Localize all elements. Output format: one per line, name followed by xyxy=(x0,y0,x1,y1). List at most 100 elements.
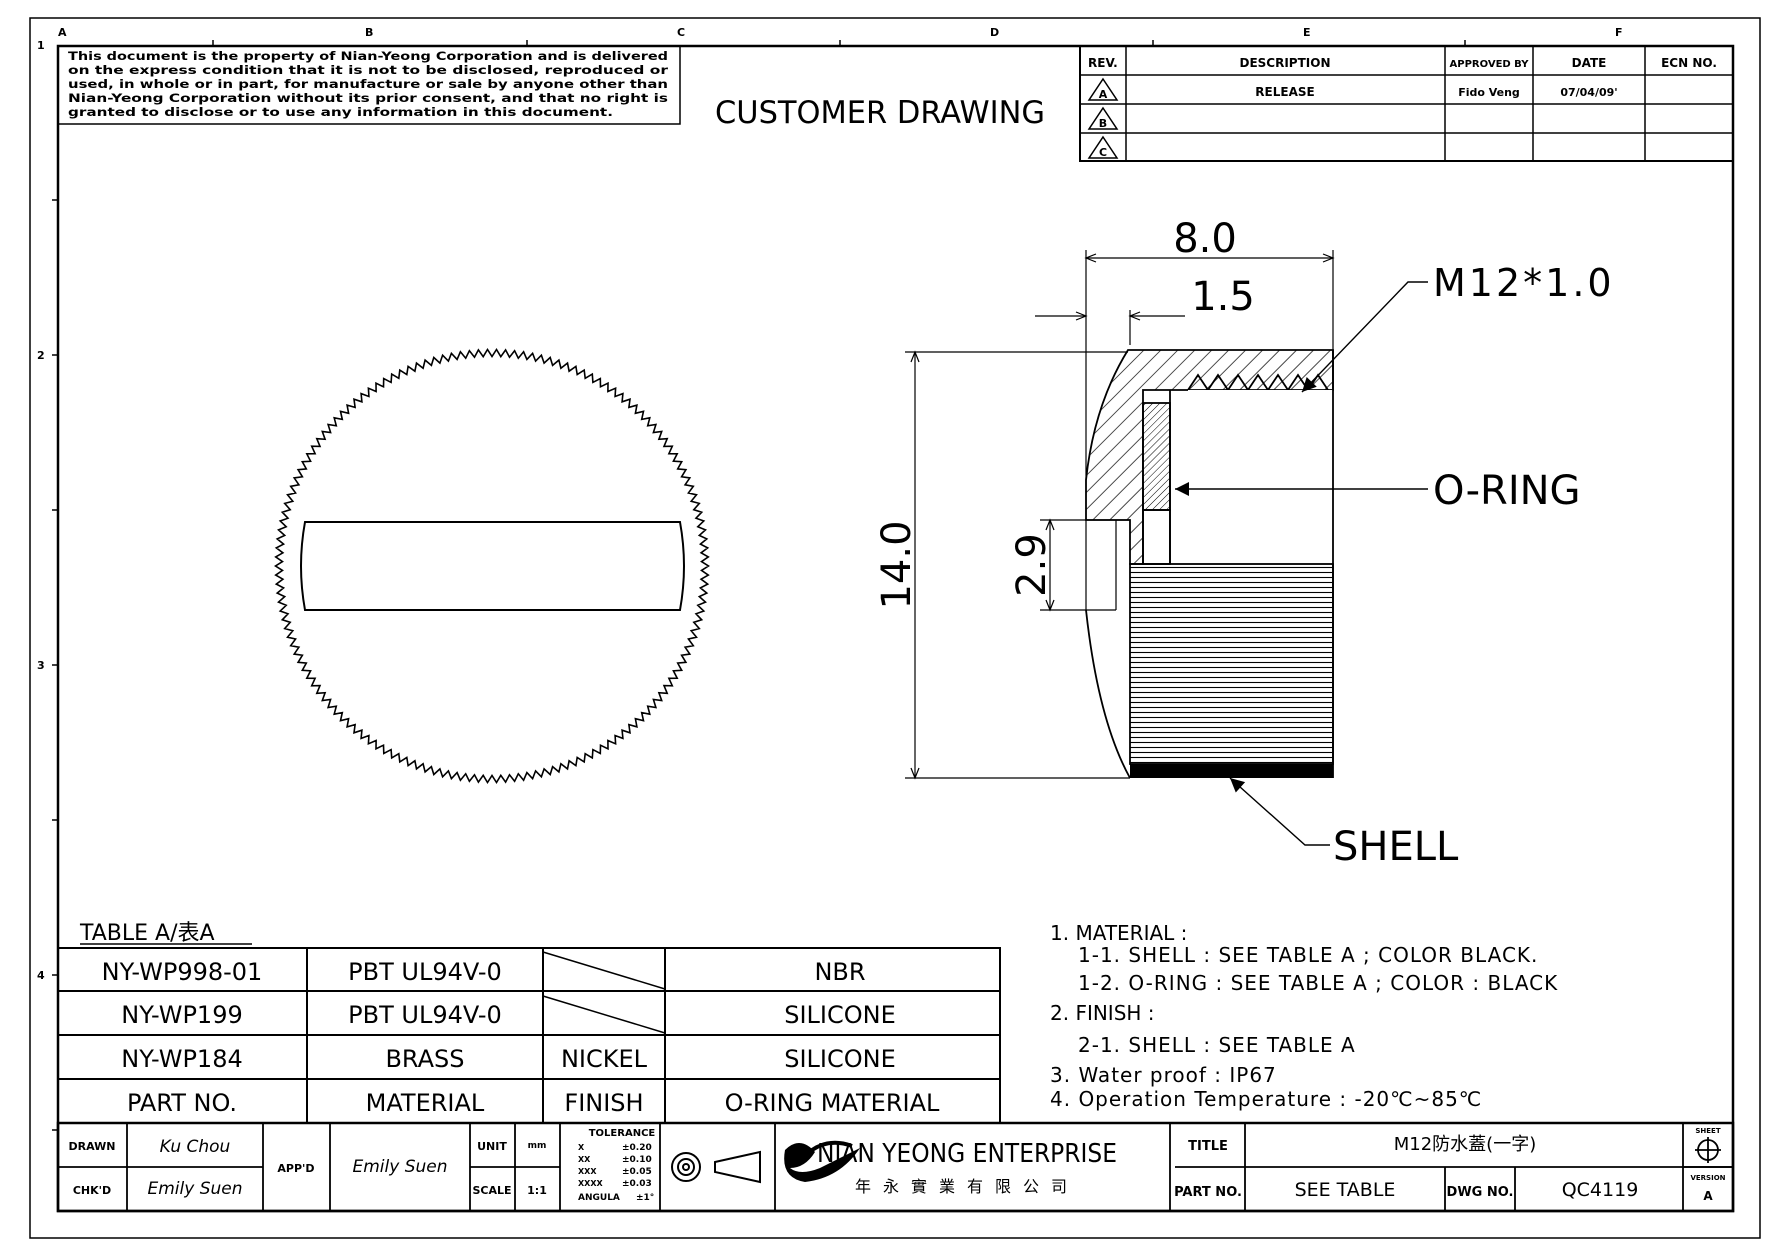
note-3: 3. Water proof : IP67 xyxy=(1050,1063,1277,1087)
title-value: M12防水蓋(一字) xyxy=(1394,1134,1536,1155)
table-a-r2-part: NY-WP199 xyxy=(121,1001,242,1029)
notice-line-5: granted to disclose or to use any inform… xyxy=(68,105,613,119)
note-4: 4. Operation Temperature : -20℃~85℃ xyxy=(1050,1087,1482,1111)
company-name-zh: 年永實業有限公司 xyxy=(855,1177,1079,1196)
drawn-value: Ku Chou xyxy=(160,1137,231,1157)
note-2: 2. FINISH : xyxy=(1050,1001,1155,1025)
zone-col-a: A xyxy=(58,26,67,39)
table-a-header-part: PART NO. xyxy=(127,1089,237,1117)
projection-symbol-icon xyxy=(671,1150,761,1184)
dim-width-total: 8.0 xyxy=(1173,216,1237,262)
outer-frame xyxy=(29,17,1761,1239)
unit-value: mm xyxy=(528,1141,547,1151)
drawing-title: CUSTOMER DRAWING xyxy=(715,95,1045,131)
table-a-header-finish: FINISH xyxy=(564,1089,643,1117)
revision-table: REV. DESCRIPTION APPROVED BY DATE ECN NO… xyxy=(1079,45,1734,162)
inner-frame xyxy=(56,44,1735,1213)
dim-height-total: 14.0 xyxy=(874,520,920,609)
shell-knurl-side xyxy=(1129,563,1334,765)
scale-label: SCALE xyxy=(472,1184,511,1197)
rev-a-approved-by: Fido Veng xyxy=(1458,86,1520,99)
table-a-r1-material: PBT UL94V-0 xyxy=(348,958,502,986)
chkd-label: CHK'D xyxy=(73,1184,111,1197)
note-2-1: 2-1. SHELL : SEE TABLE A xyxy=(1078,1033,1356,1057)
unit-label: UNIT xyxy=(477,1140,507,1153)
zone-row-3: 3 xyxy=(37,659,45,672)
svg-text:XXXX: XXXX xyxy=(578,1179,604,1188)
zone-letters: A B C D E F 1 2 3 4 xyxy=(37,26,1623,982)
o-ring-lower xyxy=(1142,509,1171,565)
zone-col-e: E xyxy=(1303,26,1311,39)
ecn-header: ECN NO. xyxy=(1661,56,1717,70)
drawn-label: DRAWN xyxy=(69,1140,116,1153)
sheet-label: SHEET xyxy=(1695,1127,1720,1135)
company-logo-icon xyxy=(784,1140,860,1182)
zone-col-b: B xyxy=(365,26,373,39)
svg-text:±1°: ±1° xyxy=(636,1193,654,1203)
shell-section-upper xyxy=(1085,349,1334,565)
table-a-r1-oring: NBR xyxy=(814,958,865,986)
date-header: DATE xyxy=(1572,56,1607,70)
svg-text:XXX: XXX xyxy=(578,1167,597,1176)
zone-row-1: 1 xyxy=(37,39,45,52)
general-notes: 1. MATERIAL : 1-1. SHELL : SEE TABLE A ;… xyxy=(1050,921,1558,1111)
svg-text:TOLERANCE: TOLERANCE xyxy=(589,1128,656,1139)
table-a-r2-material: PBT UL94V-0 xyxy=(348,1001,502,1029)
shell-base xyxy=(1130,764,1333,778)
note-1-2: 1-2. O-RING : SEE TABLE A ; COLOR : BLAC… xyxy=(1078,971,1558,995)
part-no-value: SEE TABLE xyxy=(1295,1179,1396,1201)
rev-header: REV. xyxy=(1088,56,1118,70)
dim-slot: 2.9 xyxy=(1009,533,1055,597)
svg-text:X: X xyxy=(578,1143,585,1152)
rev-triangle-c: C xyxy=(1087,135,1119,159)
notice-line-3: used, in whole or in part, for manufactu… xyxy=(68,77,668,91)
dim-width-step: 1.5 xyxy=(1191,274,1255,320)
approved-by-header: APPROVED BY xyxy=(1450,59,1530,70)
zone-row-2: 2 xyxy=(37,349,45,362)
table-a-r3-part: NY-WP184 xyxy=(121,1045,242,1073)
table-a-title: TABLE A/表A xyxy=(79,921,215,946)
zone-col-f: F xyxy=(1615,26,1623,39)
svg-text:A: A xyxy=(1099,88,1108,101)
table-a-r3-oring: SILICONE xyxy=(784,1045,896,1073)
callout-oring: O-RING xyxy=(1433,468,1581,514)
svg-text:±0.05: ±0.05 xyxy=(622,1167,652,1177)
section-view xyxy=(1085,250,1334,779)
callout-leaders xyxy=(1175,281,1428,846)
dwg-no-value: QC4119 xyxy=(1562,1179,1639,1201)
table-a: TABLE A/表A NY-WP998-01 PBT UL94V-0 NBR N… xyxy=(57,921,1001,1124)
callout-shell: SHELL xyxy=(1333,824,1459,870)
confidentiality-notice: This document is the property of Nian-Ye… xyxy=(57,45,681,125)
svg-text:XX: XX xyxy=(578,1155,591,1164)
dwg-no-label: DWG NO. xyxy=(1447,1185,1514,1200)
rev-a-date: 07/04/09' xyxy=(1560,86,1617,99)
company-name-en: NIAN YEONG ENTERPRISE xyxy=(817,1139,1117,1169)
shell-outer-curve xyxy=(1085,609,1131,779)
rev-triangle-a: A xyxy=(1087,77,1119,101)
o-ring-section xyxy=(1142,402,1171,511)
table-a-r3-finish: NICKEL xyxy=(561,1045,648,1073)
svg-text:±0.20: ±0.20 xyxy=(622,1143,652,1153)
svg-text:±0.10: ±0.10 xyxy=(622,1155,652,1165)
notice-line-2: on the express condition that it is not … xyxy=(68,63,668,77)
zone-col-d: D xyxy=(990,26,999,39)
front-view-cap xyxy=(273,347,711,785)
version-value: A xyxy=(1703,1189,1713,1203)
callout-thread: M12*1.0 xyxy=(1433,261,1615,305)
chkd-value: Emily Suen xyxy=(147,1179,242,1199)
sheet-symbol-icon xyxy=(1695,1137,1721,1163)
zone-row-4: 4 xyxy=(37,969,45,982)
knurled-rim xyxy=(273,347,711,785)
notice-line-4: Nian-Yeong Corporation without its prior… xyxy=(68,91,668,105)
svg-text:B: B xyxy=(1099,117,1107,130)
svg-text:ANGULA: ANGULA xyxy=(578,1193,620,1203)
table-a-header-material: MATERIAL xyxy=(366,1089,485,1117)
rev-a-description: RELEASE xyxy=(1255,85,1314,99)
part-no-label: PART NO. xyxy=(1174,1185,1242,1200)
dimension-lines xyxy=(905,253,1335,780)
svg-text:±0.03: ±0.03 xyxy=(622,1179,652,1189)
scale-value: 1:1 xyxy=(527,1184,547,1197)
note-1-1: 1-1. SHELL : SEE TABLE A ; COLOR BLACK. xyxy=(1078,943,1538,967)
table-a-r2-oring: SILICONE xyxy=(784,1001,896,1029)
